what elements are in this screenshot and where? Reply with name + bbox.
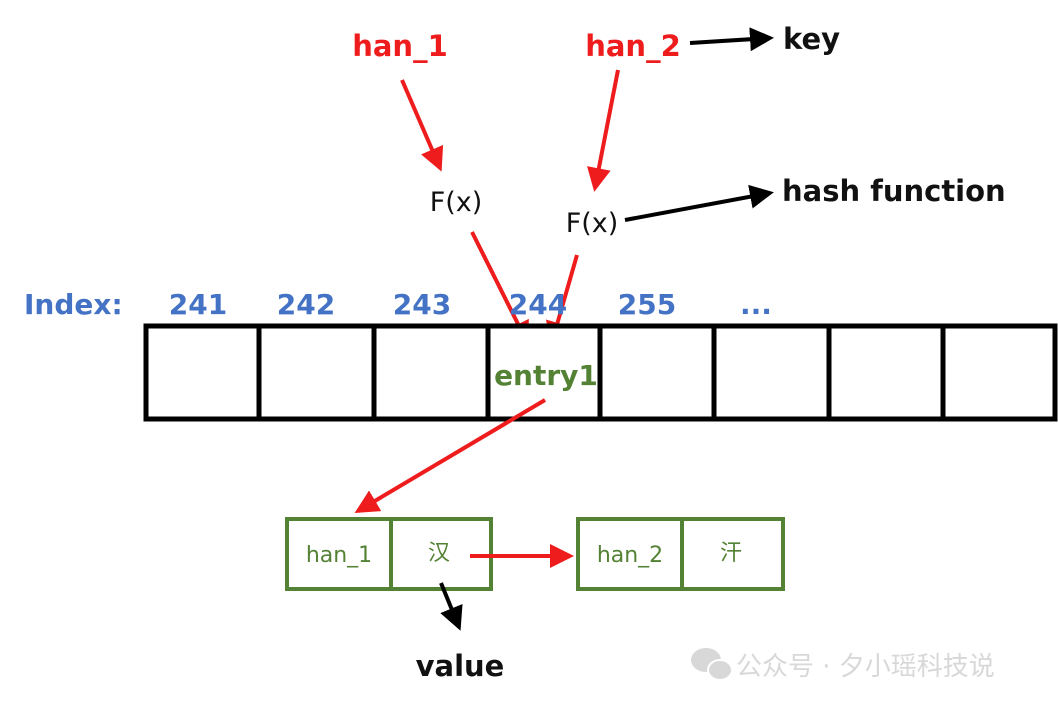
chain-node-value-cell xyxy=(680,517,785,591)
index-value: ... xyxy=(740,288,772,321)
chat-icon xyxy=(691,648,733,681)
bucket-cell xyxy=(256,323,377,422)
chain-node-value: 汉 xyxy=(428,541,450,566)
chain-node-2: han_2 汗 xyxy=(576,517,785,591)
bucket-cell xyxy=(597,323,717,422)
hash-function-annotation-arrow xyxy=(624,184,774,222)
hash-function-2: F(x) xyxy=(566,208,619,239)
hash-function-annotation-label: hash function xyxy=(782,174,1006,208)
value-annotation-arrow xyxy=(439,582,463,631)
chain-node-key-cell xyxy=(285,517,393,591)
key-label-1: han_1 xyxy=(352,29,448,63)
bucket-array xyxy=(143,323,1058,422)
hash-function-1: F(x) xyxy=(430,187,483,218)
bucket-to-chain-arrow xyxy=(354,398,547,514)
index-value: 242 xyxy=(277,288,335,321)
key1-to-hash-arrow xyxy=(400,79,444,172)
bucket-cell xyxy=(711,323,832,422)
bucket-cell xyxy=(371,323,491,422)
key2-to-hash-arrow xyxy=(587,69,620,192)
bucket-entry-label: entry1 xyxy=(494,359,598,392)
value-annotation-label: value xyxy=(416,649,505,683)
chain-node-key: han_1 xyxy=(306,543,372,568)
chain-node-key-cell xyxy=(576,517,684,591)
index-value: 255 xyxy=(618,288,676,321)
key-label-2: han_2 xyxy=(585,29,681,63)
key-annotation-arrow xyxy=(689,27,774,52)
index-value: 241 xyxy=(169,288,227,321)
bucket-cell xyxy=(940,323,1058,422)
chain-node-value: 汗 xyxy=(720,541,742,566)
bucket-cell xyxy=(143,323,262,422)
index-value: 244 xyxy=(509,288,567,321)
chain-node-1: han_1 汉 xyxy=(285,517,493,591)
watermark: 公众号 · 夕小瑶科技说 xyxy=(691,648,995,682)
watermark-text: 公众号 · 夕小瑶科技说 xyxy=(736,652,995,682)
chain-node-value-cell xyxy=(389,517,493,591)
key-annotation-label: key xyxy=(783,22,840,56)
chain-node-key: han_2 xyxy=(597,543,663,568)
bucket-cell xyxy=(826,323,946,422)
index-label: Index: xyxy=(24,288,123,321)
index-value: 243 xyxy=(393,288,451,321)
